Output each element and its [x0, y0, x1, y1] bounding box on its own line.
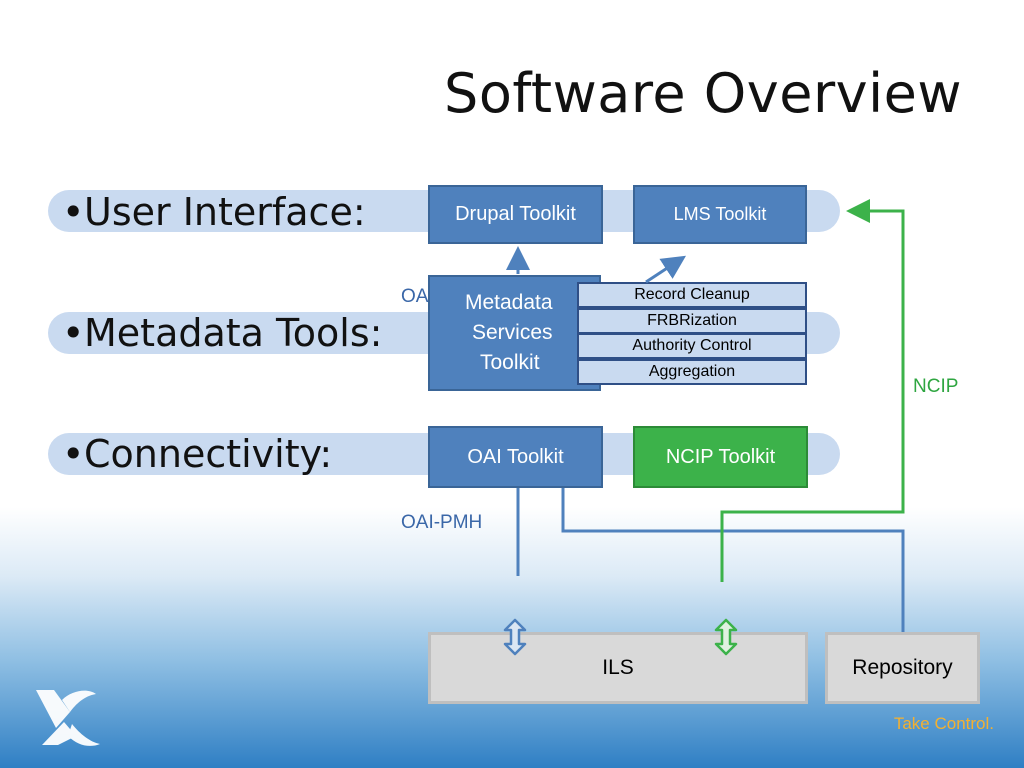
bullet-label: Metadata Tools:: [84, 311, 383, 355]
oai-ils-double-arrow-icon: [503, 618, 527, 656]
ncip-label: NCIP: [913, 376, 959, 397]
tagline: Take Control.: [893, 714, 994, 733]
bullet-dot-icon: •: [62, 311, 85, 355]
record-cleanup-box: Record Cleanup: [577, 282, 807, 308]
mst-line-2: Services: [472, 321, 553, 344]
metadata-services-toolkit-box: Metadata Services Toolkit: [428, 275, 601, 391]
slide-title: Software Overview: [444, 62, 962, 125]
bullet-label: User Interface:: [84, 190, 366, 234]
bullet-dot-icon: •: [62, 190, 85, 234]
aggregation-box: Aggregation: [577, 359, 807, 385]
ncip-toolkit-box: NCIP Toolkit: [633, 426, 808, 488]
frbrization-box: FRBRization: [577, 308, 807, 334]
lms-toolkit-box: LMS Toolkit: [633, 185, 807, 244]
oai-pmh-label: OAI-PMH: [401, 512, 483, 533]
extensible-catalog-logo-icon: [36, 690, 100, 746]
mst-line-3: Toolkit: [480, 351, 540, 374]
authority-control-box: Authority Control: [577, 333, 807, 359]
bullet-label: Connectivity:: [84, 432, 333, 476]
repository-box: Repository: [825, 632, 980, 704]
bullet-dot-icon: •: [62, 432, 85, 476]
oai-partial-label: OA: [401, 286, 429, 307]
bullet-user-interface: •User Interface:: [62, 190, 366, 234]
bullet-connectivity: •Connectivity:: [62, 432, 332, 476]
oai-to-repository-line: [561, 488, 905, 632]
ncip-to-ui-line: [720, 199, 905, 582]
drupal-toolkit-box: Drupal Toolkit: [428, 185, 603, 244]
mst-line-1: Metadata: [465, 291, 553, 314]
bullet-metadata-tools: •Metadata Tools:: [62, 311, 382, 355]
oai-toolkit-box: OAI Toolkit: [428, 426, 603, 488]
ncip-ils-double-arrow-icon: [714, 618, 738, 656]
mst-to-lms-arrow: [645, 255, 687, 284]
ils-box: ILS: [428, 632, 808, 704]
